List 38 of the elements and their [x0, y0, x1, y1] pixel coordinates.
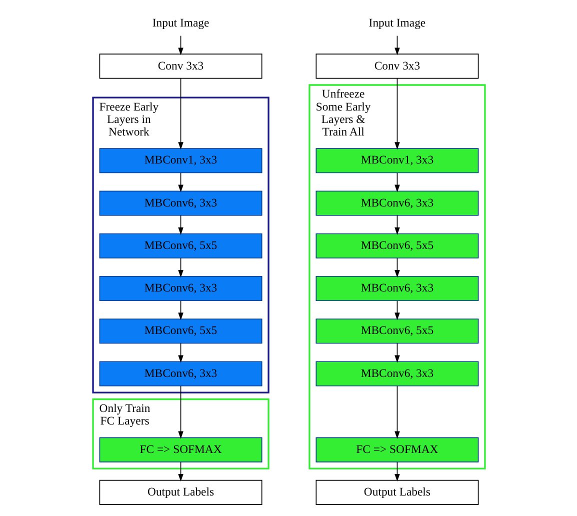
arrow	[178, 35, 183, 56]
arrow	[394, 300, 400, 320]
node-box: MBConv6, 5x5	[98, 318, 262, 344]
arrow	[178, 215, 183, 235]
node-box: MBConv6, 3x3	[98, 361, 262, 386]
arrow	[178, 385, 183, 439]
node-box: FC => SOFMAX	[98, 437, 262, 462]
arrow	[394, 78, 400, 150]
node-box: MBConv6, 5x5	[315, 233, 478, 258]
node-box: MBConv1, 3x3	[98, 148, 262, 174]
node-text: Input Image	[152, 16, 209, 30]
arrow	[394, 385, 400, 439]
arrow	[178, 258, 183, 278]
node-box: MBConv6, 5x5	[98, 233, 262, 258]
node-box: Output Labels	[98, 480, 262, 505]
node-box: MBConv6, 3x3	[315, 361, 478, 386]
arrow	[394, 215, 400, 235]
node-box: MBConv6, 3x3	[315, 190, 478, 216]
arrow	[178, 462, 183, 482]
node-box: Conv 3x3	[315, 54, 478, 79]
node-box: MBConv1, 3x3	[315, 148, 478, 174]
node-box: Output Labels	[315, 480, 478, 505]
arrow	[394, 172, 400, 192]
arrow	[394, 342, 400, 363]
node-box: MBConv6, 5x5	[315, 318, 478, 344]
arrow	[394, 35, 400, 56]
node-box: Conv 3x3	[98, 54, 262, 79]
arrow	[178, 300, 183, 320]
arrow	[394, 258, 400, 278]
arrow	[178, 172, 183, 192]
node-box: MBConv6, 3x3	[98, 276, 262, 302]
node-box: MBConv6, 3x3	[315, 276, 478, 302]
arrow	[394, 462, 400, 482]
arrow	[178, 342, 183, 363]
node-text: Input Image	[368, 16, 426, 30]
node-box: FC => SOFMAX	[315, 437, 478, 462]
node-box: MBConv6, 3x3	[98, 190, 262, 216]
arrow	[178, 78, 183, 150]
